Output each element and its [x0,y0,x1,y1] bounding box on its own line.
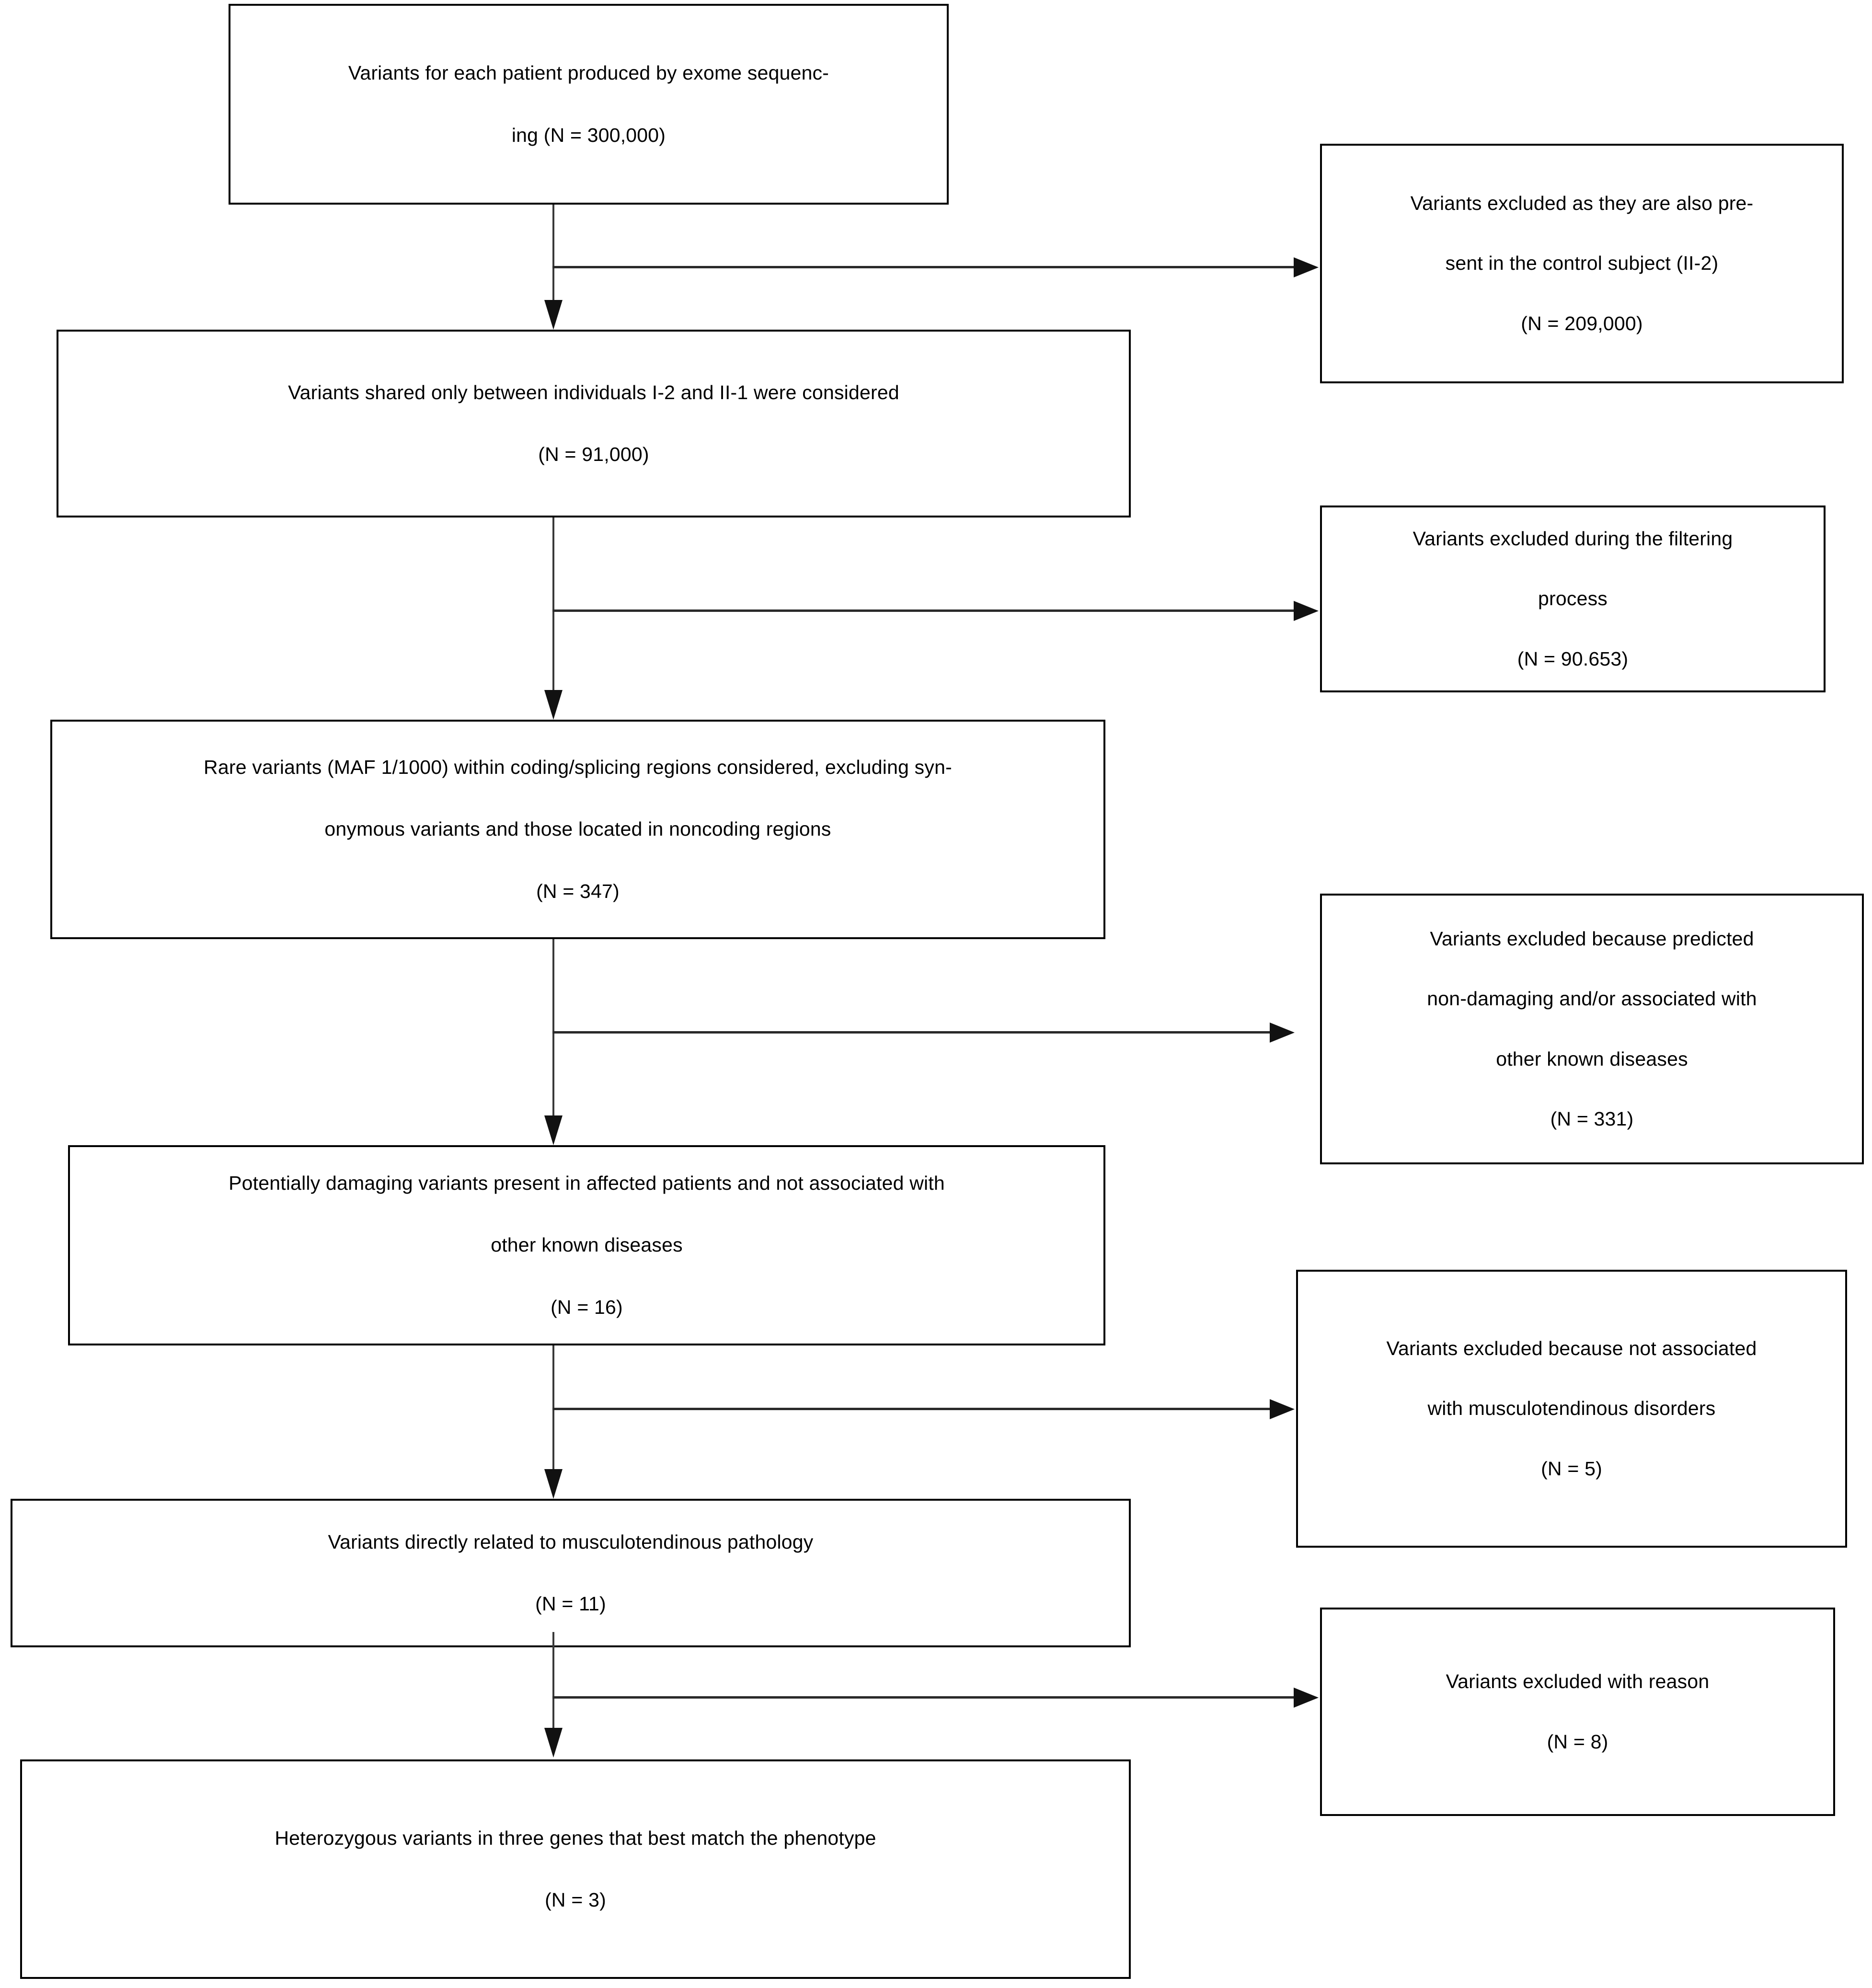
connector-branch-1 [552,266,1295,268]
excl-4-line-3: (N = 5) [1541,1457,1602,1480]
exclusion-node-with-reason[interactable]: Variants excluded with reason (N = 8) [1320,1608,1835,1816]
excl-1-line-3: (N = 209,000) [1521,312,1643,334]
flow-node-musculotendinous-pathology[interactable]: Variants directly related to musculotend… [11,1499,1131,1647]
arrow-into-exclusion-4 [1270,1399,1295,1419]
arrow-into-node-3 [544,690,563,720]
flow-node-shared-variants[interactable]: Variants shared only between individuals… [57,330,1131,517]
connector-trunk-4 [552,1345,554,1469]
excl-2-line-3: (N = 90.653) [1517,647,1629,670]
node-3-line-1: Rare variants (MAF 1/1000) within coding… [204,756,952,779]
arrow-into-node-6 [544,1728,563,1758]
excl-1-line-1: Variants excluded as they are also pre- [1410,192,1754,215]
excl-1-line-2: sent in the control subject (II-2) [1445,252,1719,275]
excl-3-line-3: other known diseases [1496,1047,1688,1070]
excl-3-line-1: Variants excluded because predicted [1430,928,1754,950]
arrow-into-node-4 [544,1115,563,1145]
excl-5-line-1: Variants excluded with reason [1446,1670,1710,1693]
arrow-into-exclusion-5 [1294,1688,1319,1708]
arrow-into-exclusion-2 [1294,601,1319,621]
flow-node-variants-produced[interactable]: Variants for each patient produced by ex… [229,4,949,205]
node-6-line-1: Heterozygous variants in three genes tha… [275,1827,876,1849]
node-4-line-3: (N = 16) [551,1296,623,1318]
connector-trunk-2 [552,517,554,690]
arrow-into-exclusion-3 [1270,1023,1295,1043]
excl-2-line-1: Variants excluded during the filtering [1413,528,1733,550]
excl-5-line-2: (N = 8) [1547,1730,1608,1753]
excl-3-line-4: (N = 331) [1550,1107,1634,1130]
connector-branch-3 [552,1031,1271,1034]
excl-3-line-2: non-damaging and/or associated with [1427,988,1757,1010]
flow-node-heterozygous-variants[interactable]: Heterozygous variants in three genes tha… [20,1759,1131,1979]
node-6-line-2: (N = 3) [545,1889,606,1911]
connector-branch-2 [552,609,1295,612]
connector-trunk-1 [552,205,554,319]
node-3-line-3: (N = 347) [536,880,620,902]
excl-2-line-2: process [1538,587,1608,610]
node-2-line-1: Variants shared only between individuals… [288,381,899,403]
exclusion-node-not-musculotendinous[interactable]: Variants excluded because not associated… [1296,1270,1847,1548]
connector-branch-5 [552,1696,1295,1699]
node-3-line-2: onymous variants and those located in no… [324,818,831,840]
node-5-line-2: (N = 11) [535,1593,606,1615]
arrow-into-exclusion-1 [1294,257,1319,277]
excl-4-line-2: with musculotendinous disorders [1427,1397,1716,1420]
connector-trunk-3 [552,939,554,1115]
node-5-line-1: Variants directly related to musculotend… [328,1530,814,1553]
flow-node-potentially-damaging[interactable]: Potentially damaging variants present in… [68,1145,1105,1345]
flow-node-rare-variants[interactable]: Rare variants (MAF 1/1000) within coding… [50,720,1105,939]
exclusion-node-filtering-process[interactable]: Variants excluded during the filtering p… [1320,506,1826,692]
arrow-into-node-2 [544,300,563,330]
exclusion-node-non-damaging[interactable]: Variants excluded because predicted non-… [1320,894,1864,1164]
node-1-line-1: Variants for each patient produced by ex… [348,62,829,84]
exclusion-node-control-subject[interactable]: Variants excluded as they are also pre- … [1320,144,1844,383]
excl-4-line-1: Variants excluded because not associated [1386,1337,1757,1360]
connector-trunk-5 [552,1632,554,1728]
node-4-line-1: Potentially damaging variants present in… [229,1172,945,1195]
node-1-line-2: ing (N = 300,000) [511,124,666,146]
connector-branch-4 [552,1408,1271,1410]
arrow-into-node-5 [544,1469,563,1499]
node-4-line-2: other known diseases [491,1234,683,1256]
node-2-line-2: (N = 91,000) [538,443,649,465]
